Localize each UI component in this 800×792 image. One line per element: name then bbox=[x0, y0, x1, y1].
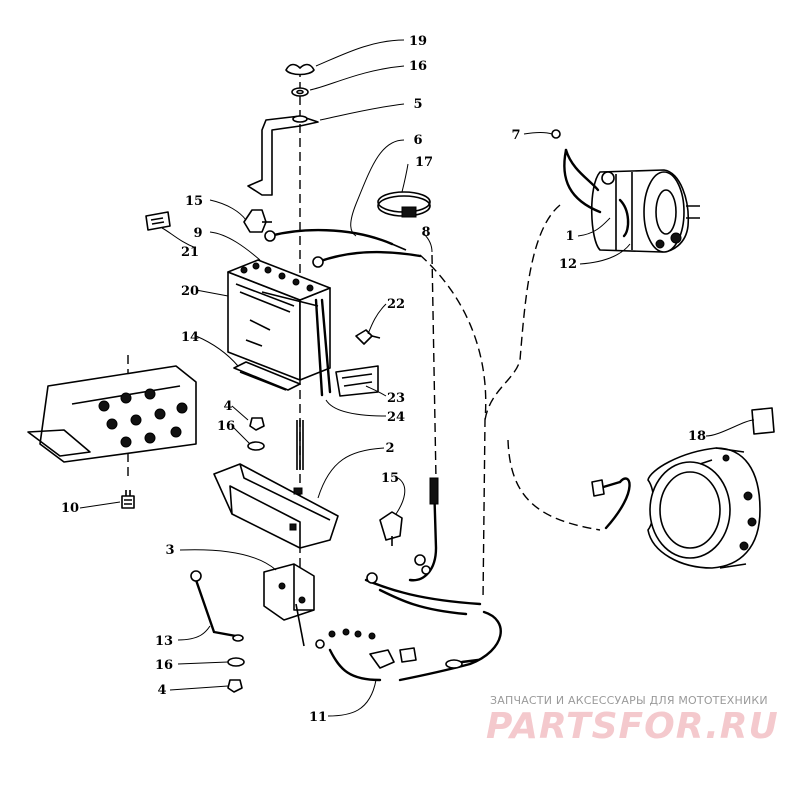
decal-18 bbox=[751, 407, 775, 435]
watermark-caption: ЗАПЧАСТИ И АКСЕССУАРЫ ДЛЯ МОТОТЕХНИКИ bbox=[490, 694, 768, 707]
callout-4-lower: 4 bbox=[157, 683, 166, 698]
starter-motor bbox=[590, 169, 700, 253]
wing-nut bbox=[285, 63, 315, 76]
ground-route-line bbox=[507, 439, 601, 531]
cable-route-line bbox=[419, 254, 487, 601]
callout-7: 7 bbox=[511, 128, 520, 143]
callout-2: 2 bbox=[385, 441, 394, 456]
callout-14: 14 bbox=[181, 330, 199, 345]
callout-16-mid: 16 bbox=[217, 419, 235, 434]
callout-labels: 19 16 5 6 17 7 15 9 21 8 1 12 20 22 14 2… bbox=[61, 34, 706, 725]
callout-20: 20 bbox=[181, 284, 199, 299]
starter-cable-route bbox=[484, 204, 561, 421]
relay-bracket bbox=[263, 563, 315, 647]
callout-16-lower: 16 bbox=[155, 658, 173, 673]
callout-5: 5 bbox=[413, 97, 422, 112]
callout-15-lower: 15 bbox=[381, 471, 399, 486]
callout-15-top: 15 bbox=[185, 194, 203, 209]
bolt bbox=[121, 490, 135, 509]
support-rod bbox=[190, 570, 244, 642]
battery-cable bbox=[264, 228, 422, 268]
watermark-logo: PARTSFOR.RU bbox=[486, 706, 779, 747]
callout-8: 8 bbox=[421, 225, 430, 240]
washer bbox=[291, 87, 309, 97]
battery-tray bbox=[213, 420, 339, 549]
terminal-boot bbox=[243, 209, 272, 233]
callout-6: 6 bbox=[413, 133, 422, 148]
callout-17: 17 bbox=[415, 155, 433, 170]
callout-22: 22 bbox=[387, 297, 405, 312]
callout-13: 13 bbox=[155, 634, 173, 649]
ground-wire bbox=[591, 477, 631, 530]
callout-12: 12 bbox=[559, 257, 577, 272]
callout-16: 16 bbox=[409, 59, 427, 74]
flywheel-cover bbox=[647, 447, 761, 569]
hose-clamp bbox=[377, 191, 431, 218]
lower-wiring bbox=[315, 477, 502, 682]
cable-route-line-2 bbox=[431, 254, 437, 481]
pad bbox=[335, 365, 379, 397]
callout-24: 24 bbox=[387, 410, 405, 425]
leader-lines bbox=[79, 39, 755, 717]
callout-18: 18 bbox=[688, 429, 706, 444]
clip bbox=[355, 329, 381, 345]
vent-tube bbox=[314, 298, 332, 397]
battery-pad bbox=[233, 361, 301, 391]
callout-23: 23 bbox=[387, 391, 405, 406]
callout-21: 21 bbox=[181, 245, 199, 260]
battery-decal bbox=[145, 211, 171, 231]
callout-4-top: 4 bbox=[223, 399, 232, 414]
nut-washer-upper bbox=[247, 417, 265, 451]
callout-1: 1 bbox=[565, 229, 574, 244]
callout-9: 9 bbox=[193, 226, 202, 241]
battery-hold-down-strap bbox=[247, 115, 319, 196]
callout-11: 11 bbox=[309, 710, 327, 725]
terminal-boot-lower bbox=[379, 511, 403, 546]
callout-10: 10 bbox=[61, 501, 79, 516]
callout-19: 19 bbox=[409, 34, 427, 49]
battery bbox=[227, 259, 331, 381]
nut-washer-lower bbox=[227, 657, 245, 693]
engine-mount-plate bbox=[27, 365, 197, 463]
callout-3: 3 bbox=[165, 543, 174, 558]
